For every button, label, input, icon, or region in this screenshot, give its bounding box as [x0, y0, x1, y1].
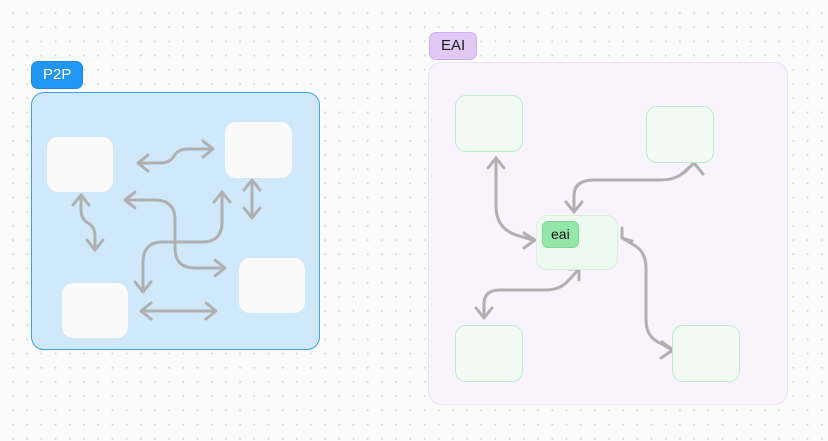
- p2p-node-bottom-left[interactable]: [62, 283, 128, 338]
- p2p-node-top-left[interactable]: [47, 137, 113, 192]
- p2p-node-bottom-right[interactable]: [239, 258, 305, 313]
- eai-hub-node[interactable]: eai: [536, 215, 618, 270]
- eai-node-top-left[interactable]: [455, 95, 523, 152]
- eai-node-bottom-right[interactable]: [672, 325, 740, 382]
- eai-node-bottom-left[interactable]: [455, 325, 523, 382]
- group-badge-eai[interactable]: EAI: [429, 32, 478, 60]
- eai-hub-chip-label: eai: [542, 221, 579, 248]
- eai-node-top-right[interactable]: [646, 106, 714, 163]
- group-badge-p2p[interactable]: P2P: [31, 61, 84, 89]
- p2p-node-top-right[interactable]: [225, 122, 292, 178]
